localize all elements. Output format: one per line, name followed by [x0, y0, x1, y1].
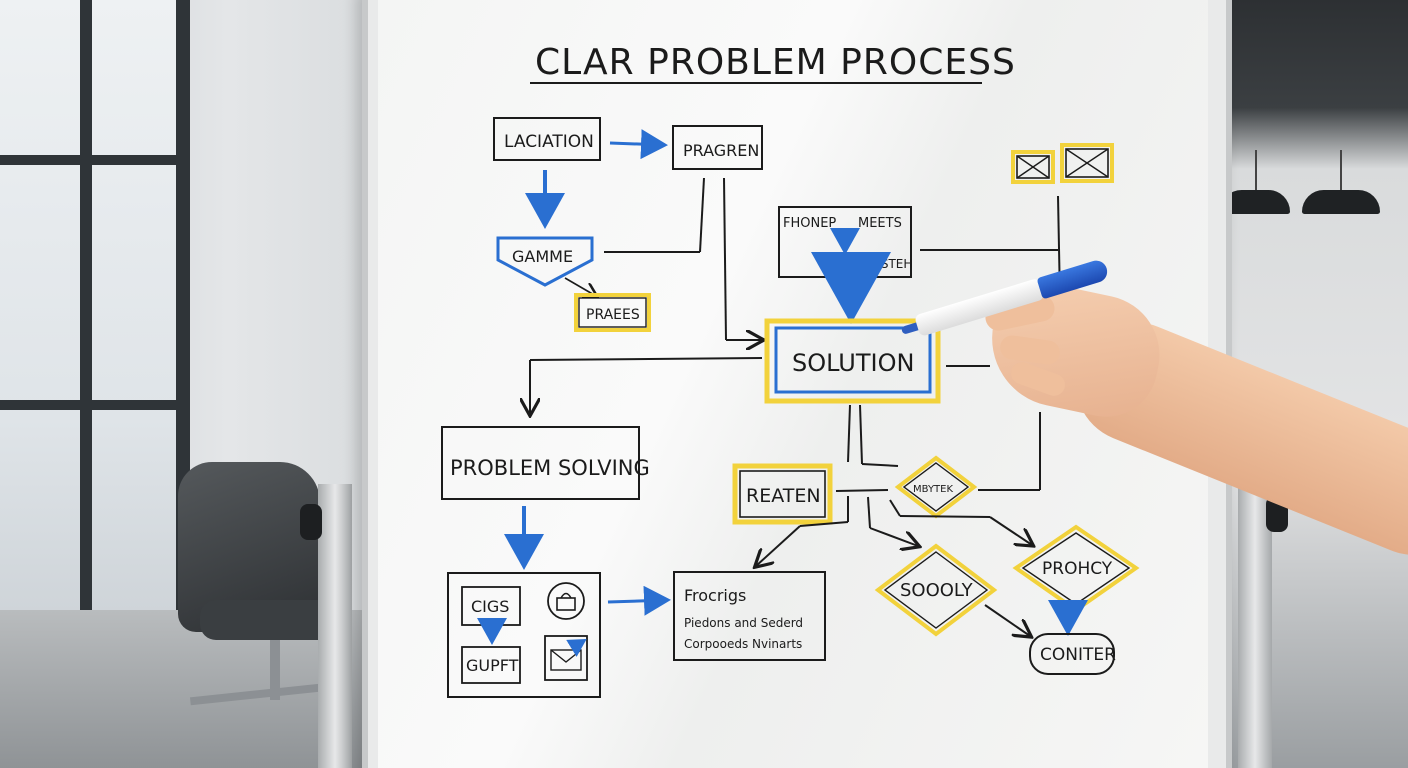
node-cigs-label: CIGS — [471, 597, 509, 616]
shopping-bag-icon — [547, 582, 585, 620]
node-note-line2: Corpooeds Nvinarts — [684, 637, 802, 651]
node-conter-label: CONITER — [1040, 645, 1116, 665]
node-frocrigs-title: Frocrigs — [684, 586, 746, 605]
node-laciation-label: LACIATION — [504, 132, 594, 152]
flipchart-stand-right — [1238, 484, 1272, 768]
node-pragren — [672, 125, 763, 170]
checkbox-x-icon — [1060, 143, 1114, 183]
node-chosten-label: CHOSTEH — [854, 257, 912, 271]
node-prohcy-label: PROHCY — [1042, 559, 1113, 579]
node-mbytek-label: MBYTEK — [913, 484, 953, 495]
flipchart-stand-left — [318, 484, 352, 768]
node-soooly — [874, 543, 998, 637]
node-note-line1: Piedons and Sederd — [684, 616, 803, 630]
node-gamme-label: GAMME — [512, 247, 573, 266]
envelope-icon — [544, 635, 588, 681]
node-gamme — [496, 236, 594, 287]
pendant-lamp — [1302, 190, 1380, 214]
node-gupft — [461, 646, 521, 684]
node-solution — [764, 318, 941, 404]
node-conter — [1029, 633, 1115, 675]
node-praees — [574, 293, 651, 332]
node-phonep-label: FHONEP — [783, 216, 836, 231]
node-frocrigs — [673, 571, 826, 661]
node-icon-grid — [447, 572, 601, 698]
node-reaten-label: REATEN — [746, 485, 821, 507]
node-solution-label: SOLUTION — [792, 349, 914, 377]
node-problem-solving — [441, 426, 640, 500]
board-title: CLAR PROBLEM PROCESS — [535, 42, 1016, 83]
checkbox-x-icon — [1011, 150, 1055, 184]
stand-knob — [300, 504, 322, 540]
node-problem-solving-label: PROBLEM SOLVING — [450, 456, 650, 480]
window — [0, 0, 190, 700]
node-praees-label: PRAEES — [586, 307, 640, 323]
node-gupft-label: GUPFT — [466, 656, 519, 675]
node-pragren-label: PRAGREN — [683, 141, 759, 160]
node-meets-label: MEETS — [858, 216, 902, 231]
node-reaten — [732, 463, 833, 525]
node-laciation — [493, 117, 601, 161]
node-soooly-label: SOOOLY — [900, 580, 974, 601]
